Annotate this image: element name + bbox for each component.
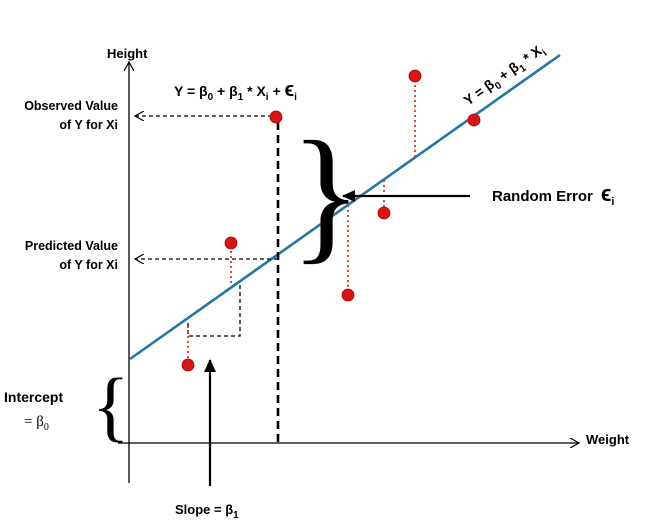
x-axis-label: Weight (586, 432, 630, 447)
intercept-label: Intercept (4, 389, 63, 405)
observed-value-label-line1: Observed Value (24, 99, 118, 113)
model-equation: Y = β0 + β1 * Xi + ϵi (174, 79, 297, 103)
slope-label: Slope = β1 (175, 502, 239, 521)
data-point (181, 358, 195, 372)
data-point (377, 206, 391, 220)
intercept-brace: { (92, 362, 129, 449)
data-point (224, 236, 238, 250)
regression-line (129, 53, 561, 361)
data-points (181, 69, 481, 372)
y-axis-label: Height (107, 46, 148, 61)
random-error-brace: } (290, 111, 362, 277)
data-point (269, 110, 283, 124)
data-point (467, 113, 481, 127)
observed-value-label-line2: of Y for Xi (59, 118, 118, 132)
regression-equation: Y = β0 + β1 * Xi (460, 41, 549, 112)
data-point (341, 288, 355, 302)
intercept-value: = β0 (24, 414, 49, 433)
predicted-value-label-line2: of Y for Xi (59, 258, 118, 272)
slope-triangle (187, 282, 241, 337)
predicted-value-label-line1: Predicted Value (25, 239, 118, 253)
data-point (408, 69, 422, 83)
